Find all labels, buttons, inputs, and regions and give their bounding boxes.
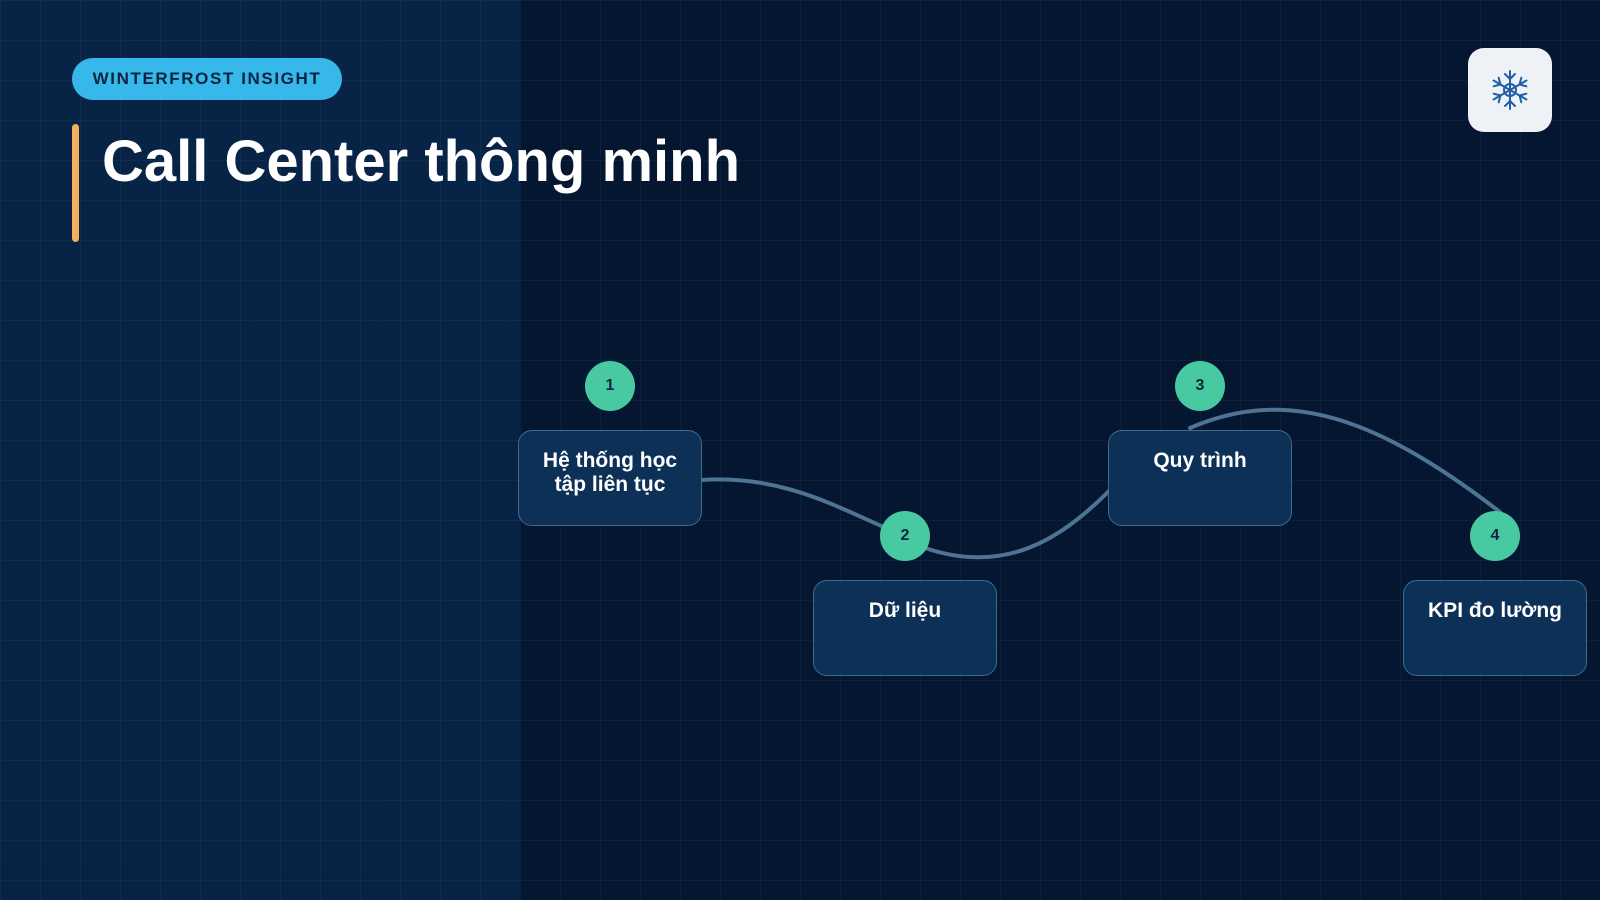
step-node-3: Quy trình [1108, 430, 1292, 526]
connector-3-4 [1188, 407, 1502, 514]
step-label-1: Hệ thống học tập liên tục [542, 449, 678, 496]
step-node-1: Hệ thống học tập liên tục [518, 430, 702, 526]
step-badge-4: 4 [1470, 511, 1520, 561]
step-node-4: KPI đo lường [1403, 580, 1587, 676]
step-number-4: 4 [1490, 527, 1500, 544]
page-title: Call Center thông minh [102, 129, 740, 194]
snowflake-icon [1492, 70, 1528, 110]
step-number-2: 2 [900, 527, 910, 544]
brand-pill: WINTERFROST INSIGHT [72, 58, 342, 100]
step-badge-2: 2 [880, 511, 930, 561]
brand-label: WINTERFROST INSIGHT [92, 69, 322, 88]
left-panel-background [0, 0, 520, 900]
step-number-1: 1 [605, 377, 615, 394]
step-node-2: Dữ liệu [813, 580, 997, 676]
connector-1-2 [700, 477, 905, 537]
step-label-2: Dữ liệu [868, 599, 942, 622]
step-badge-1: 1 [585, 361, 635, 411]
title-accent-bar [72, 124, 79, 242]
logo-tile [1468, 48, 1552, 132]
step-label-3: Quy trình [1153, 449, 1247, 472]
step-badge-3: 3 [1175, 361, 1225, 411]
step-label-4: KPI đo lường [1428, 599, 1562, 622]
step-number-3: 3 [1195, 377, 1205, 394]
connector-2-3 [923, 488, 1112, 560]
